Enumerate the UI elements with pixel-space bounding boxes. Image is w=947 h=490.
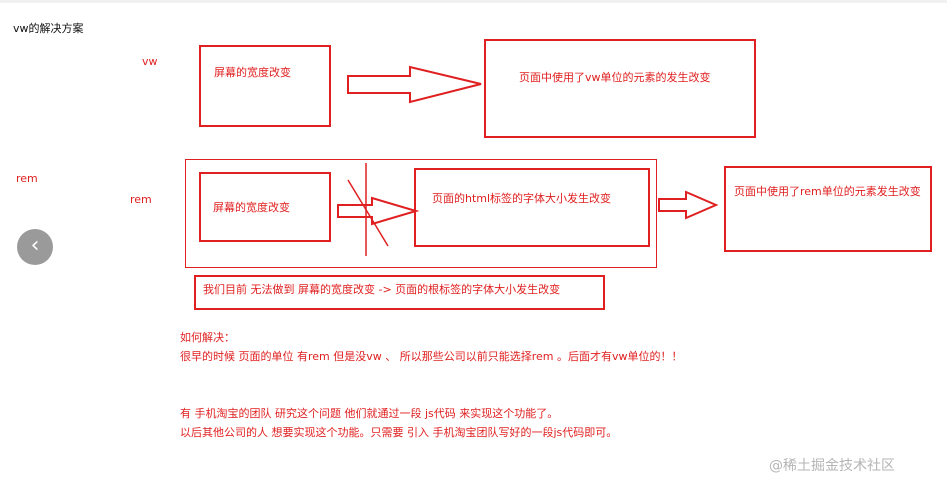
limitation-note-box: 我们目前 无法做到 屏幕的宽度改变 -> 页面的根标签的字体大小发生改变 (194, 275, 605, 310)
rem-screen-width-box: 屏幕的宽度改变 (199, 172, 331, 242)
strike-diagonal (347, 179, 389, 247)
back-button[interactable]: ‹ (17, 229, 53, 265)
rem-arrow-1 (337, 196, 420, 226)
rem-element-change-box: 页面中使用了rem单位的元素发生改变 (724, 166, 932, 252)
vw-screen-width-box: 屏幕的宽度改变 (199, 45, 331, 127)
top-divider (0, 0, 947, 3)
vw-element-change-box: 页面中使用了vw单位的元素的发生改变 (484, 39, 756, 138)
limitation-note-text: 我们目前 无法做到 屏幕的宽度改变 -> 页面的根标签的字体大小发生改变 (203, 283, 561, 296)
rem-left-label: rem (16, 172, 38, 185)
rem-group-frame (185, 159, 657, 268)
rem-element-change-text: 页面中使用了rem单位的元素发生改变 (734, 185, 921, 198)
chevron-left-icon: ‹ (30, 233, 40, 258)
solution-line-1: 很早的时候 页面的单位 有rem 但是没vw 、 所以那些公司以前只能选择rem… (180, 350, 683, 363)
watermark: @稀土掘金技术社区 (769, 458, 895, 474)
vw-element-change-text: 页面中使用了vw单位的元素的发生改变 (519, 71, 711, 84)
page-title: vw的解决方案 (13, 22, 84, 35)
rem-label: rem (130, 193, 152, 206)
vw-label: vw (142, 55, 158, 68)
rem-screen-width-text: 屏幕的宽度改变 (213, 201, 290, 214)
vw-screen-width-text: 屏幕的宽度改变 (214, 66, 291, 79)
vw-arrow (347, 65, 482, 104)
solution-heading: 如何解决： (180, 331, 235, 344)
html-font-size-text: 页面的html标签的字体大小发生改变 (432, 192, 612, 205)
solution-line-2: 有 手机淘宝的团队 研究这个问题 他们就通过一段 js代码 来实现这个功能了。 (180, 407, 559, 420)
solution-line-3: 以后其他公司的人 想要实现这个功能。只需要 引入 手机淘宝团队写好的一段js代码… (180, 426, 618, 439)
html-font-size-box: 页面的html标签的字体大小发生改变 (414, 168, 650, 247)
rem-arrow-2 (658, 190, 719, 220)
